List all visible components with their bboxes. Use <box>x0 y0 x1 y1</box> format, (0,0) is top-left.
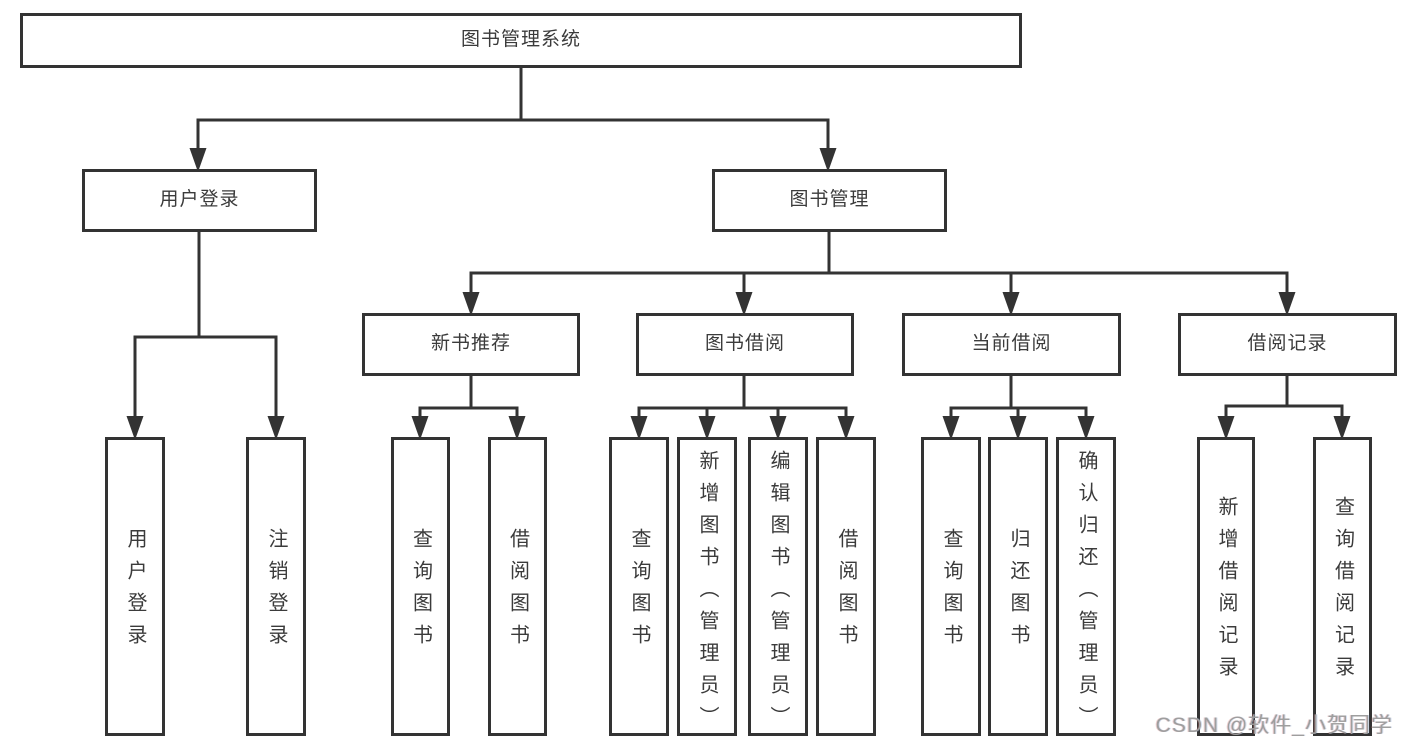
node-book-management: 图书管理 <box>712 169 947 232</box>
node-new-book-recommend: 新书推荐 <box>362 313 580 376</box>
leaf-cb-return-books: 归还图书 <box>988 437 1048 736</box>
leaf-logout: 注销登录 <box>246 437 306 736</box>
leaf-bb-borrow-books: 借阅图书 <box>816 437 876 736</box>
node-user-login: 用户登录 <box>82 169 317 232</box>
leaf-bb-edit-book-admin: 编辑图书（管理员） <box>748 437 808 738</box>
leaf-br-query-record: 查询借阅记录 <box>1313 437 1372 736</box>
leaf-cb-confirm-return-admin: 确认归还（管理员） <box>1056 437 1116 738</box>
leaf-bb-add-book-admin: 新增图书（管理员） <box>677 437 737 738</box>
leaf-nbr-borrow-books: 借阅图书 <box>488 437 547 736</box>
node-root: 图书管理系统 <box>20 13 1022 68</box>
leaf-bb-query-books: 查询图书 <box>609 437 669 736</box>
node-book-borrow: 图书借阅 <box>636 313 854 376</box>
leaf-cb-query-books: 查询图书 <box>921 437 981 736</box>
csdn-watermark: CSDN @软件_小贺同学 <box>1155 714 1393 737</box>
leaf-br-add-record: 新增借阅记录 <box>1197 437 1255 736</box>
leaf-nbr-query-books: 查询图书 <box>391 437 450 736</box>
node-current-borrow: 当前借阅 <box>902 313 1121 376</box>
leaf-user-login: 用户登录 <box>105 437 165 736</box>
node-borrow-records: 借阅记录 <box>1178 313 1397 376</box>
